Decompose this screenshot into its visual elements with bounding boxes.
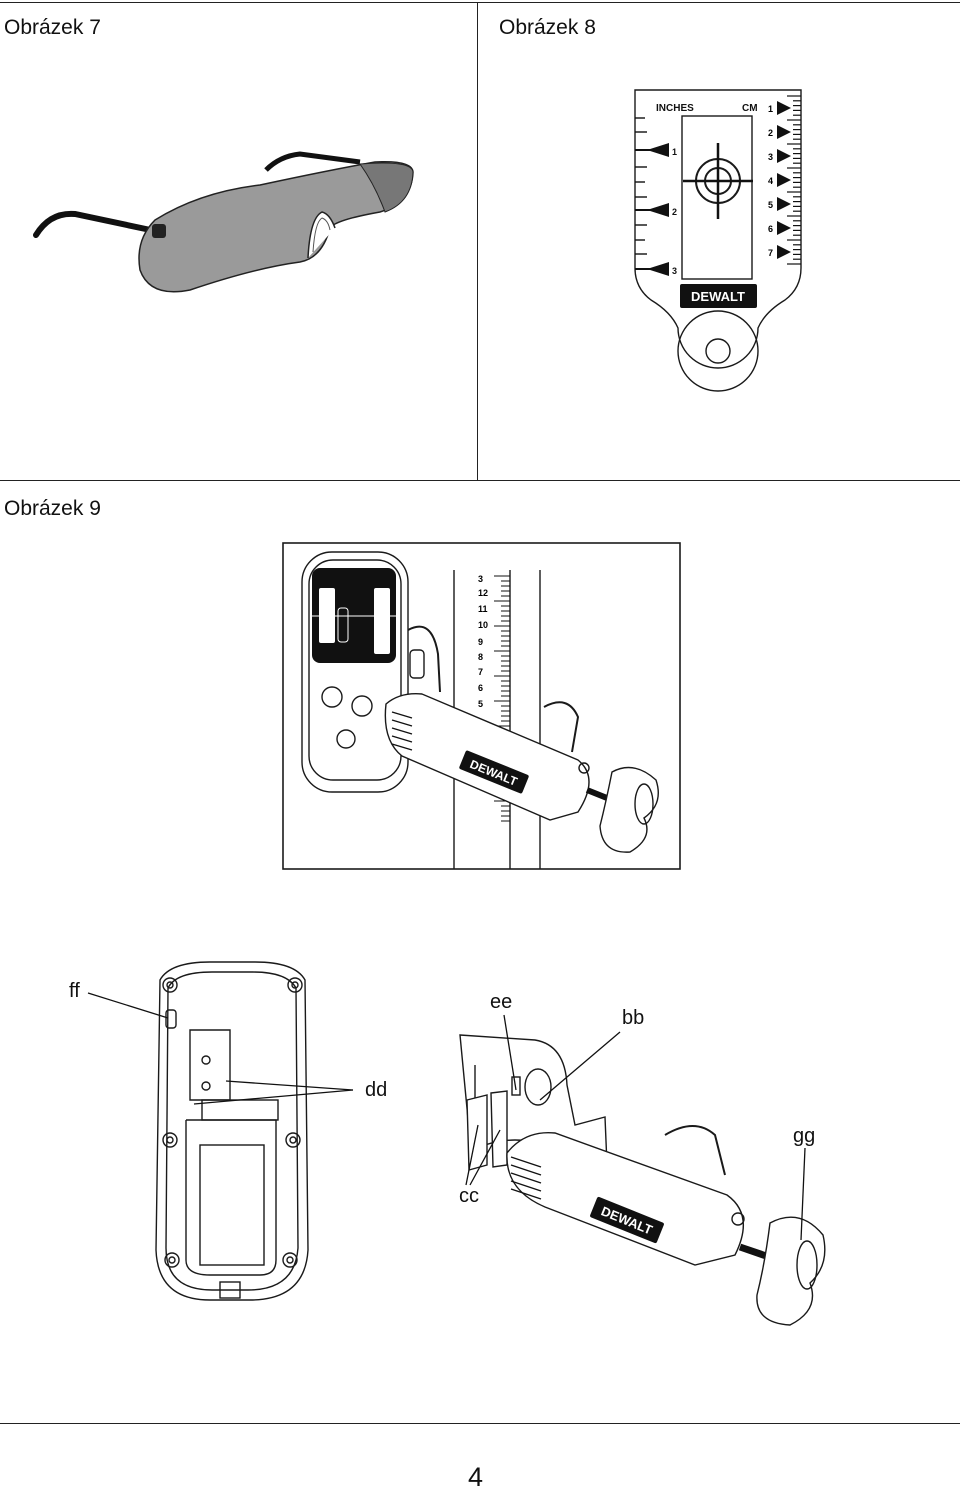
column-divider [477, 2, 478, 480]
rod-number: 9 [478, 637, 483, 647]
middle-rule [0, 480, 960, 481]
cm-mark-label: 2 [768, 128, 773, 138]
figure-9-label: Obrázek 9 [4, 497, 101, 520]
cm-arrow [777, 101, 791, 115]
rod-number: 10 [478, 620, 488, 630]
cm-mark-label: 4 [768, 176, 773, 186]
callout-dd: dd [365, 1079, 388, 1101]
rod-number: 5 [478, 699, 483, 709]
rod-number: 8 [478, 652, 483, 662]
bottom-rule [0, 1423, 960, 1424]
callout-cc: cc [459, 1185, 479, 1207]
top-rule [0, 2, 960, 3]
cm-arrow [777, 197, 791, 211]
cm-mark-label: 6 [768, 224, 773, 234]
cm-mark-label: 7 [768, 248, 773, 258]
cm-mark-label: 5 [768, 200, 773, 210]
safety-glasses-illustration [33, 151, 414, 293]
card-brand: DEWALT [691, 289, 745, 304]
laser-target-card: INCHES CM 1 2 3 1 2 3 4 5 6 7 DEWALT [634, 89, 802, 392]
cm-mark-label: 1 [768, 104, 773, 114]
rod-number: 6 [478, 683, 483, 693]
inch-mark-2: 2 [672, 207, 677, 217]
callout-ee: ee [490, 991, 513, 1013]
callout-bb: bb [622, 1007, 645, 1029]
callout-ff: ff [69, 980, 80, 1002]
cm-arrow [777, 221, 791, 235]
card-inches-label: INCHES [656, 103, 694, 114]
cm-arrow [777, 125, 791, 139]
card-cm-label: CM [742, 103, 758, 114]
figure-7-label: Obrázek 7 [4, 16, 101, 39]
cm-arrow [777, 173, 791, 187]
clamp-detail-illustration: DEWALT [459, 1034, 826, 1326]
rod-number: 11 [478, 604, 488, 614]
detector-back-illustration [155, 961, 309, 1301]
figure-8-label: Obrázek 8 [499, 16, 596, 39]
page-number: 4 [468, 1462, 484, 1492]
rod-number: 3 [478, 574, 483, 584]
cm-mark-label: 3 [768, 152, 773, 162]
rod-number: 12 [478, 588, 488, 598]
cm-arrow [777, 149, 791, 163]
cm-arrow [777, 245, 791, 259]
rod-number: 7 [478, 667, 483, 677]
inch-mark-1: 1 [672, 147, 677, 157]
callout-gg: gg [793, 1125, 816, 1147]
inch-mark-3: 3 [672, 266, 677, 276]
